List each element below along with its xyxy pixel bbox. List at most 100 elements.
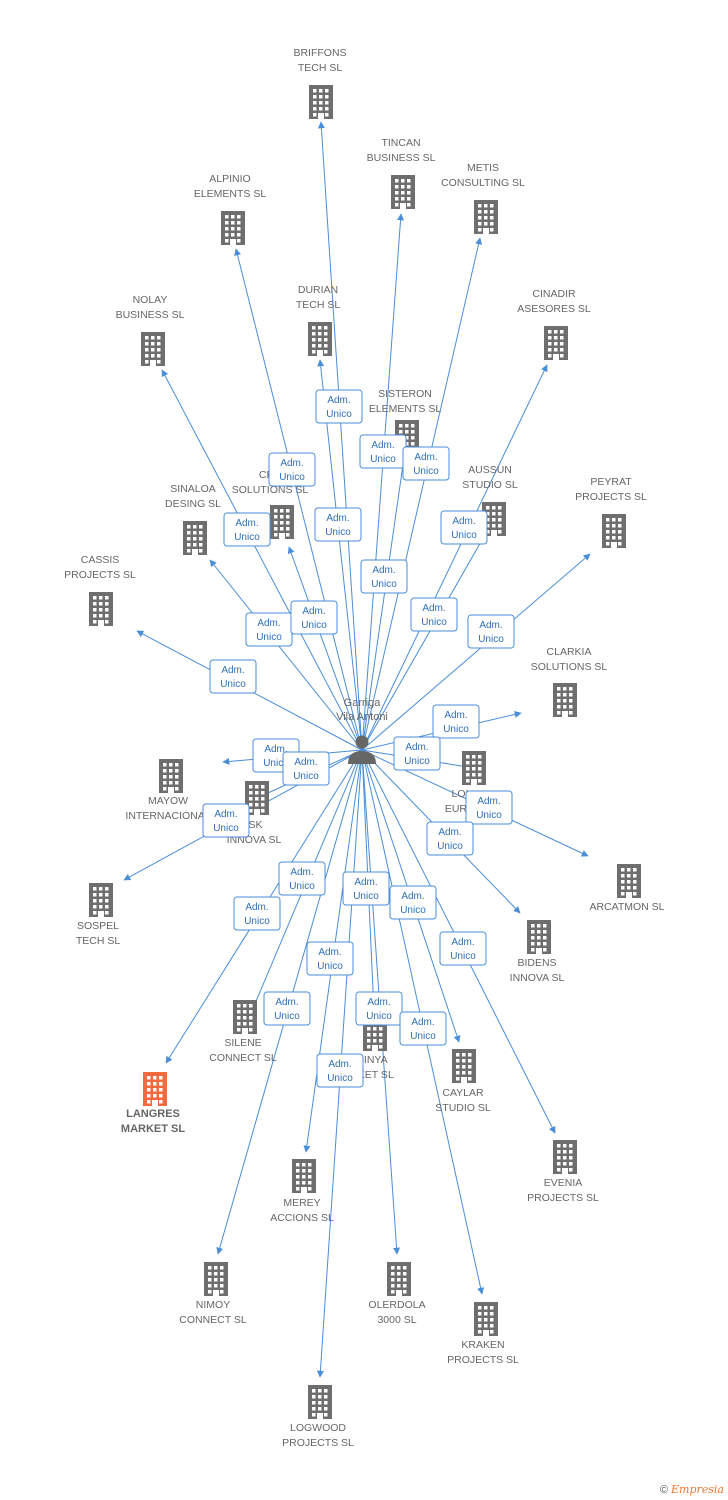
building-icon [544,326,568,360]
company-name-evenia: PROJECTS SL [527,1192,599,1204]
svg-text:Adm.: Adm. [401,891,424,902]
svg-text:Unico: Unico [437,841,463,852]
edge-label-sospel: Adm.Unico [202,803,250,838]
company-name-cinadir: CINADIR [532,288,576,300]
company-name-aussun: AUSSUN [468,464,512,476]
svg-text:Adm.: Adm. [214,809,237,820]
building-icon [474,200,498,234]
svg-text:Adm.: Adm. [294,757,317,768]
company-name-logwood: LOGWOOD [290,1422,346,1434]
company-node-durian[interactable]: DURIAN TECH SL [296,284,341,356]
svg-text:Adm.: Adm. [328,1059,351,1070]
company-name-mayow: INTERNACIONAL [125,810,210,822]
building-icon [617,864,641,898]
edge-label-langres: Adm.Unico [389,885,437,920]
svg-text:Adm.: Adm. [371,440,394,451]
company-node-arcatmon[interactable]: ARCATMON SL [589,864,665,913]
edge-label-metis: Adm.Unico [402,446,450,481]
company-name-metis: METIS [467,162,499,174]
edge-label-merey: Adm. Unico [306,941,354,976]
company-name-langres: LANGRES [126,1108,180,1120]
company-name-sinaloa: DESING SL [165,498,221,510]
edge-durian [317,359,363,751]
svg-text:Adm.: Adm. [318,947,341,958]
company-name-metis: CONSULTING SL [441,177,525,189]
svg-text:Adm.: Adm. [326,513,349,524]
svg-text:Adm.: Adm. [367,997,390,1008]
company-name-durian: TECH SL [296,299,341,311]
company-name-sisteron: SISTERON [378,388,432,400]
company-name-clarkia: CLARKIA [547,646,592,658]
company-name-alpinio: ALPINIO [209,173,250,185]
svg-text:Unico: Unico [293,771,319,782]
company-name-durian: DURIAN [298,284,338,296]
person-icon [348,735,376,764]
company-name-alpinio: ELEMENTS SL [194,188,267,200]
company-name-silene: SILENE [224,1037,261,1049]
building-icon [309,85,333,119]
company-name-olerdola: OLERDOLA [368,1299,425,1311]
building-icon [452,1049,476,1083]
company-name-sospel: SOSPEL [77,920,119,932]
building-icon [553,683,577,717]
edge-label-cre: Adm.Unico [245,612,293,647]
copyright-symbol: © [659,1484,668,1496]
building-icon [482,502,506,536]
edge-label-tincan: Adm.Unico [359,434,407,469]
svg-text:Unico: Unico [317,961,343,972]
svg-text:Adm.: Adm. [221,665,244,676]
building-icon [221,211,245,245]
company-name-cre: SOLUTIONS SL [232,484,309,496]
company-node-alpinio[interactable]: ALPINIO ELEMENTS SL [194,173,267,245]
company-name-cassis: CASSIS [81,554,120,566]
svg-text:Unico: Unico [263,758,289,769]
building-icon [462,751,486,785]
brand-logo[interactable]: Empresia [671,1483,724,1496]
center-person-name: Vila Antoni [336,711,388,723]
company-node-caylar[interactable]: CAYLAR STUDIO SL [435,1049,491,1114]
company-node-cassis[interactable]: CASSIS PROJECTS SL [64,554,136,626]
company-name-cassis: PROJECTS SL [64,569,136,581]
building-icon [204,1262,228,1296]
company-name-nimoy: CONNECT SL [179,1314,247,1326]
building-icon [474,1302,498,1336]
edge-label-sisteron: Adm.Unico [360,559,408,594]
company-name-bidens: BIDENS [517,957,556,969]
company-node-logwood[interactable]: LOGWOOD PROJECTS SL [282,1385,354,1449]
company-name-merey: ACCIONS SL [270,1212,334,1224]
building-icon [308,1385,332,1419]
building-icon [183,521,207,555]
company-name-logwood: PROJECTS SL [282,1437,354,1449]
company-name-caylar: STUDIO SL [435,1102,491,1114]
edge-label-silene: Adm.Unico [233,896,281,931]
company-node-metis[interactable]: METIS CONSULTING SL [441,162,525,234]
building-icon [391,175,415,209]
company-name-caylar: CAYLAR [442,1087,484,1099]
edge-label-caylar: Adm.Unico [278,861,326,896]
svg-text:Unico: Unico [256,632,282,643]
company-name-arcatmon: ARCATMON SL [589,901,664,913]
building-icon [233,1000,257,1034]
company-name-evenia: EVENIA [544,1177,583,1189]
company-node-evenia[interactable]: EVENIA PROJECTS SL [527,1140,599,1204]
svg-text:Unico: Unico [476,810,502,821]
edge-label-rinya: Adm.Unico [342,871,390,906]
